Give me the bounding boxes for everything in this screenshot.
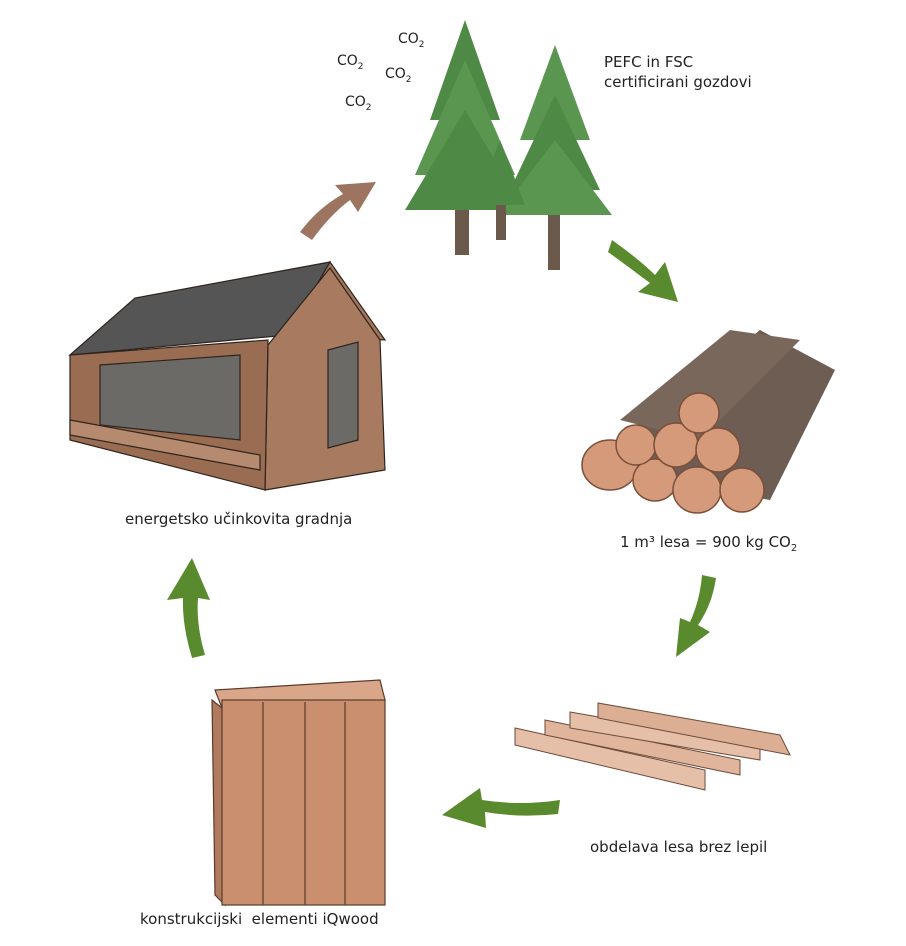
arrow-house-to-forest: [300, 182, 376, 240]
arrow-forest-to-logs: [608, 240, 678, 302]
arrow-processing-to-elements: [442, 788, 560, 828]
forest-illustration: [405, 20, 612, 270]
co2-label: CO2: [345, 94, 372, 113]
co2-label: CO2: [385, 66, 412, 85]
arrow-logs-to-processing: [676, 575, 716, 657]
arrows: [167, 182, 716, 828]
co2-label: CO2: [398, 31, 425, 50]
logs-label: 1 m³ lesa = 900 kg CO2: [620, 533, 798, 554]
house-illustration: [68, 260, 387, 491]
co2-label: CO2: [337, 53, 364, 72]
elements-label: konstrukcijski elementi iQwood: [140, 910, 379, 928]
arrow-elements-to-house: [167, 558, 210, 658]
processing-label: obdelava lesa brez lepil: [590, 838, 768, 856]
logs-illustration: [581, 330, 835, 514]
building-label: energetsko učinkovita gradnja: [125, 510, 353, 528]
iqwood-panel-illustration: [211, 679, 386, 907]
boards-illustration: [514, 702, 791, 791]
